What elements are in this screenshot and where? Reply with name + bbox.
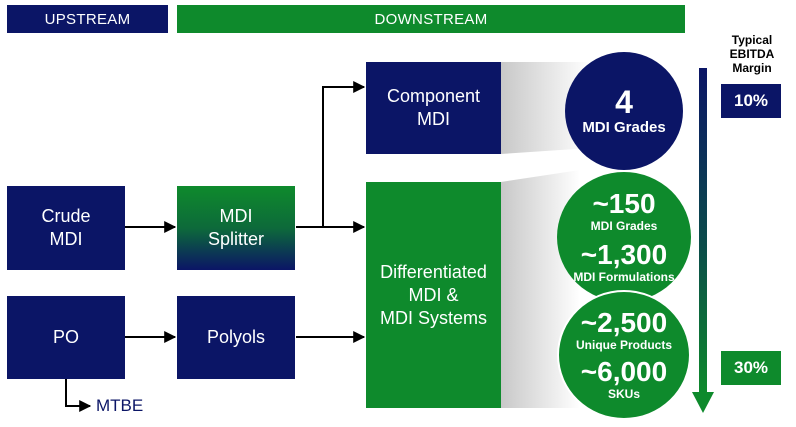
- formulations-value: ~1,300: [580, 239, 668, 270]
- margin-arrow-head: [692, 392, 714, 413]
- arrow-po-to-mtbe: [65, 379, 92, 412]
- products-value: ~2,500: [580, 307, 668, 338]
- grades4-value: 4: [615, 83, 633, 120]
- margin-arrow-shaft: [699, 68, 707, 394]
- polyols-box: Polyols: [177, 296, 295, 379]
- mdi-splitter-box: MDI Splitter: [177, 186, 295, 270]
- ebitda-margin-label: Typical EBITDA Margin: [729, 33, 775, 75]
- circle-grades-formulations: ~150 MDI Grades ~1,300 MDI Formulations: [557, 172, 691, 302]
- component-mdi-box: Component MDI: [366, 62, 501, 154]
- circle-products-skus: ~2,500 Unique Products ~6,000 SKUs: [557, 290, 691, 420]
- margin-top-value: 10%: [721, 84, 781, 118]
- downstream-header: DOWNSTREAM: [177, 5, 685, 33]
- mtbe-label: MTBE: [96, 396, 144, 415]
- circle-4-grades: 4 MDI Grades: [565, 52, 683, 170]
- grades4-label: MDI Grades: [582, 118, 666, 136]
- skus-value: ~6,000: [580, 356, 668, 387]
- upstream-header: UPSTREAM: [7, 5, 168, 33]
- grades150-value: ~150: [592, 188, 656, 219]
- margin-bottom-value: 30%: [721, 351, 781, 385]
- arrow-splitter-to-component: [322, 81, 366, 227]
- grades150-label: MDI Grades: [590, 219, 658, 233]
- formulations-label: MDI Formulations: [573, 270, 675, 284]
- products-label: Unique Products: [575, 338, 672, 352]
- crude-mdi-box: Crude MDI: [7, 186, 125, 270]
- po-box: PO: [7, 296, 125, 379]
- skus-label: SKUs: [607, 387, 640, 401]
- differentiated-mdi-box: Differentiated MDI & MDI Systems: [366, 182, 501, 408]
